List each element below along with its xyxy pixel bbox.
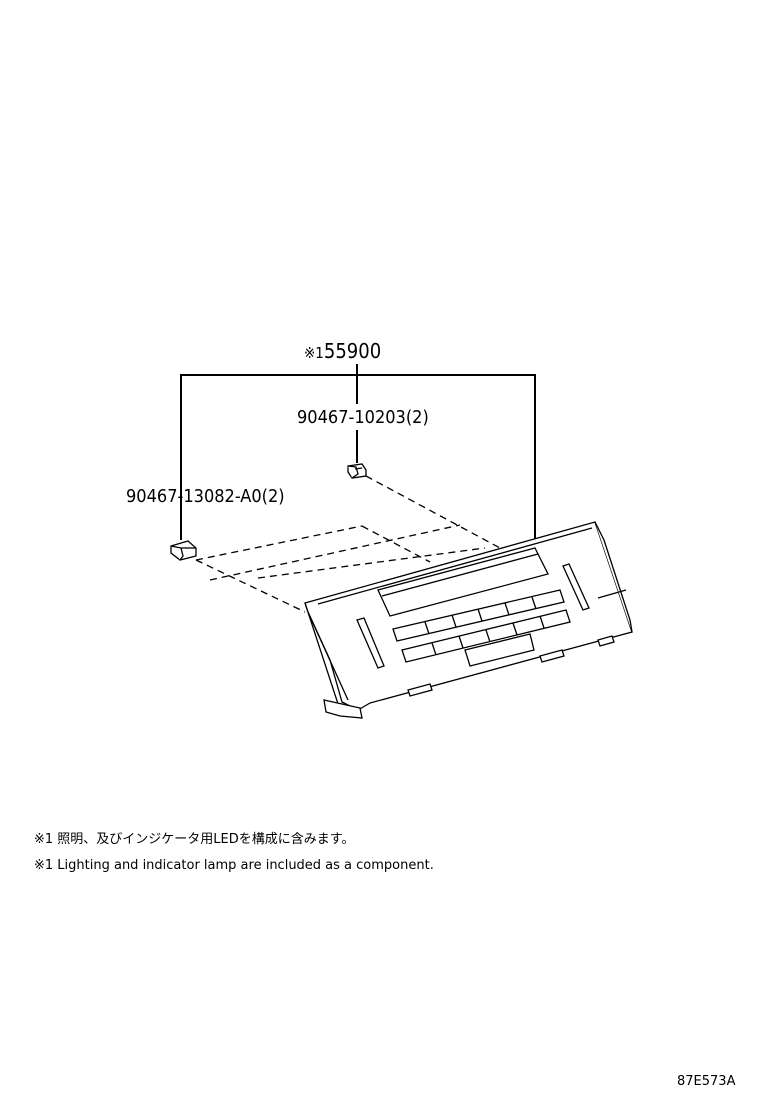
screw-part-number: 90467-10203(2) xyxy=(297,407,429,428)
note-japanese: ※1 照明、及びインジケータ用LEDを構成に含みます。 xyxy=(34,832,355,847)
figure-code: 87E573A xyxy=(677,1074,736,1089)
note-english: ※1 Lighting and indicator lamp are inclu… xyxy=(34,858,434,873)
clip-part xyxy=(170,540,197,561)
screw-part xyxy=(347,463,367,479)
clip-part-number: 90467-13082-A0(2) xyxy=(126,486,285,507)
main-part-callout: ※155900 xyxy=(304,341,381,363)
leader-lines xyxy=(180,364,536,545)
control-panel xyxy=(304,521,633,719)
button-grid xyxy=(392,589,571,667)
component-note-mark: ※1 xyxy=(304,344,324,362)
assembly-guide-lines xyxy=(195,475,501,613)
main-part-number: 55900 xyxy=(323,339,382,363)
